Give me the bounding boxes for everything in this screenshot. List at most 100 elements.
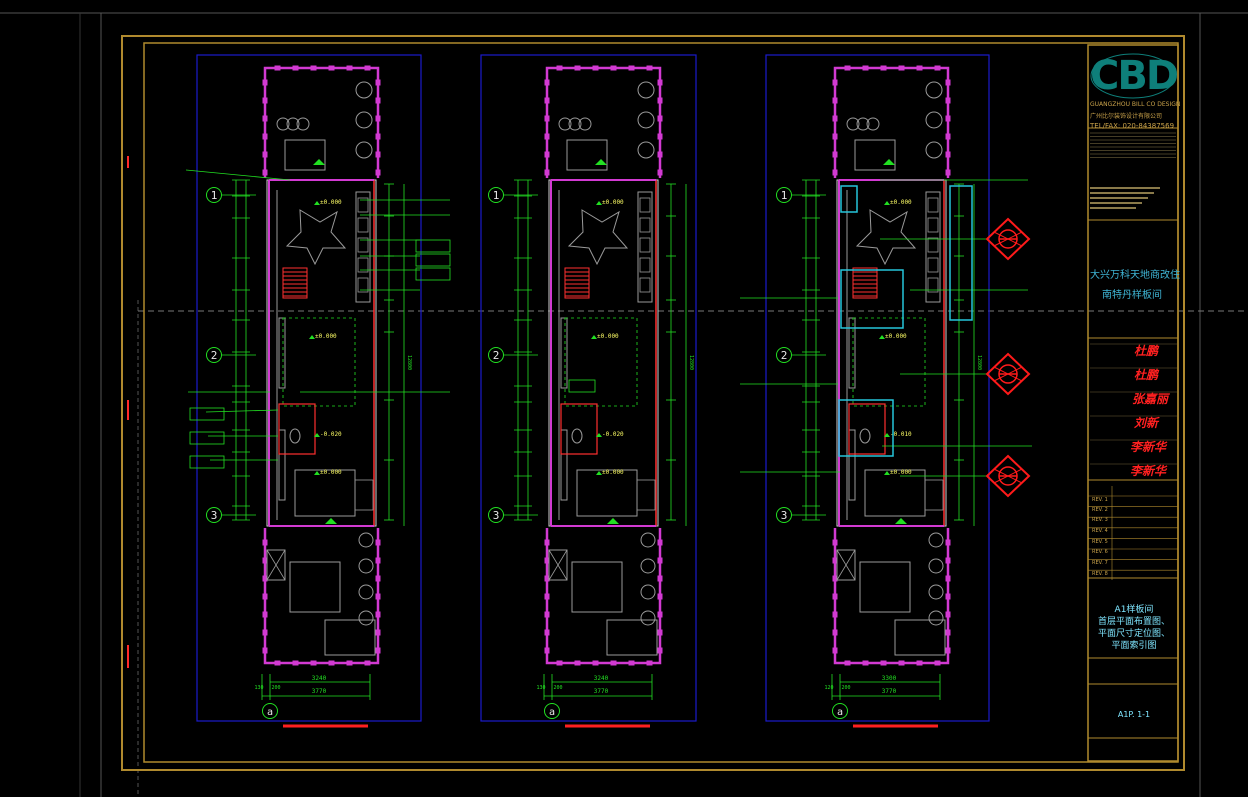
kitchen-counter [355, 191, 371, 303]
patio-lounger [324, 619, 376, 656]
wall-post [262, 647, 268, 654]
material-tag [415, 253, 451, 267]
patio-lounger [606, 619, 658, 656]
level-marker [314, 201, 320, 205]
appliance [357, 217, 369, 233]
wall-post [898, 660, 905, 666]
living-area-zone [564, 317, 638, 407]
appliance [639, 237, 651, 253]
wall-post [375, 169, 381, 176]
total-dimension: 12800 [406, 355, 412, 370]
garden-shrub [637, 81, 655, 99]
axis-label-a: a [267, 707, 273, 718]
axis-bubble-2 [206, 347, 222, 363]
wall-post [945, 97, 951, 104]
bottom-dimension-overall: 3770 [594, 688, 609, 695]
wall-post [328, 660, 335, 666]
garden-shrub [355, 111, 373, 129]
wall-post [544, 133, 550, 140]
level-label-1: ±0.000 [320, 199, 342, 206]
wall-post [310, 65, 317, 71]
garden-shrub [637, 141, 655, 159]
window-west [560, 317, 568, 389]
wall-post [657, 611, 663, 618]
garden-wall-north [545, 66, 662, 178]
wall-post [832, 593, 838, 600]
drawing-number: A1P. 1-1 [1117, 710, 1151, 719]
bench-x [548, 549, 568, 581]
staircase [564, 267, 590, 299]
wall-post [262, 629, 268, 636]
level-marker [314, 433, 320, 437]
stair-outline [852, 267, 878, 299]
axis-bubble-a [832, 703, 848, 719]
axis-label-1: 1 [781, 189, 788, 202]
wall-post [375, 593, 381, 600]
wall-post [375, 133, 381, 140]
wall-post [657, 575, 663, 582]
wall-post [364, 65, 371, 71]
wall-post [375, 97, 381, 104]
patio-shrub [358, 610, 374, 626]
staircase [852, 267, 878, 299]
toilet [859, 428, 871, 444]
level-marker [596, 433, 602, 437]
wall-post [657, 151, 663, 158]
wall-post [945, 169, 951, 176]
wall-post [657, 593, 663, 600]
leader-lines [185, 169, 451, 469]
wall-post [646, 660, 653, 666]
level-label-2: ±0.000 [315, 333, 337, 340]
revision-6: REV. 6 [1092, 549, 1108, 555]
dining-table [285, 209, 347, 266]
appliance [357, 237, 369, 253]
nightstand [636, 479, 656, 511]
garden-plant [296, 117, 310, 131]
axis-bubble-1 [488, 187, 504, 203]
wall-post [832, 133, 838, 140]
bottom-dimension-inner: 3240 [594, 675, 609, 682]
material-tag [415, 267, 451, 281]
wall-post [657, 539, 663, 546]
bottom-dimension-offset: 120 [824, 685, 833, 691]
bottom-dimension-offset: 130 [254, 685, 263, 691]
signature-3: 张嘉丽 [1132, 392, 1169, 406]
material-tag [415, 239, 451, 253]
wall-post [262, 133, 268, 140]
drawing-title: A1样板间 首层平面布置图、 平面尺寸定位图、 平面索引图 [1090, 604, 1178, 652]
dim-callout [568, 379, 596, 393]
wall-post [262, 593, 268, 600]
garden-plant [856, 117, 870, 131]
wall-post [375, 611, 381, 618]
bottom-dimension-offset: 130 [536, 685, 545, 691]
wall-post [544, 575, 550, 582]
material-tag [189, 407, 225, 421]
level-marker [884, 433, 890, 437]
drawing-title-line-2: 首层平面布置图、 [1097, 617, 1170, 627]
garden-wall-south [545, 528, 662, 665]
patio-shrub [640, 584, 656, 600]
wall-post [544, 151, 550, 158]
wall-post [544, 629, 550, 636]
revision-5: REV. 5 [1092, 539, 1108, 545]
bed [576, 469, 638, 517]
wall-post [292, 660, 299, 666]
signature-2: 杜鹏 [1134, 368, 1159, 382]
level-label-1: ±0.000 [890, 199, 912, 206]
appliance [639, 257, 651, 273]
level-marker [884, 201, 890, 205]
wall-post [934, 65, 941, 71]
wall-post [262, 115, 268, 122]
wall-post [862, 660, 869, 666]
level-label-3: -0.020 [320, 431, 342, 438]
nightstand [924, 479, 944, 511]
highlight-box [840, 185, 858, 213]
window-west-2 [560, 429, 568, 501]
wall-post [262, 169, 268, 176]
wall-post [844, 660, 851, 666]
wall-post [832, 611, 838, 618]
door-marker [325, 518, 337, 524]
plan-boundary [765, 54, 990, 722]
wall-post [574, 660, 581, 666]
